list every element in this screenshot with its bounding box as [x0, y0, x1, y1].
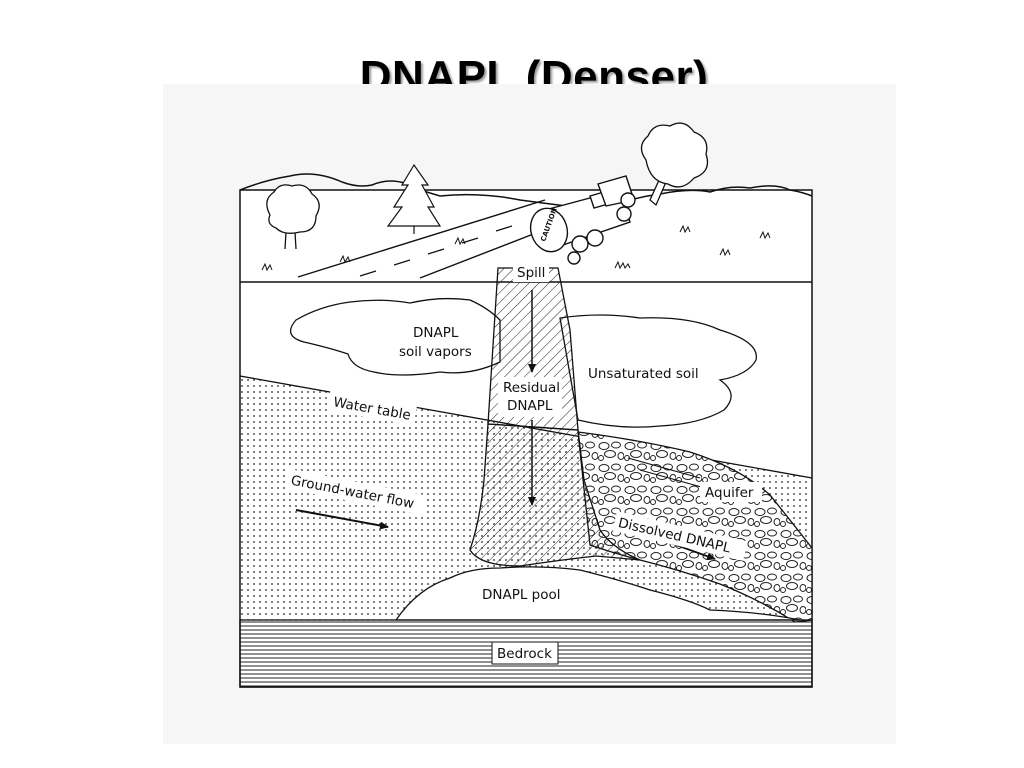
- label-unsaturated-soil: Unsaturated soil: [588, 366, 699, 382]
- residual-label-bg: [498, 377, 562, 417]
- unsaturated-soil-cloud: [559, 314, 757, 428]
- label-aquifer: Aquifer: [705, 485, 754, 501]
- label-soil-vapors-line2: soil vapors: [399, 344, 472, 360]
- pine-tree: [386, 163, 442, 234]
- pool-label-bg: [478, 583, 568, 605]
- grass-tufts: [261, 224, 771, 272]
- gw-flow-label-bg: [285, 468, 427, 516]
- tree-round-left: [266, 184, 320, 250]
- dissolved-label-bg: [612, 511, 748, 561]
- label-residual-line1: Residual: [503, 380, 560, 396]
- label-residual-line2: DNAPL: [507, 398, 553, 414]
- dnapl-pool: [394, 566, 801, 621]
- bedrock-label-bg: [491, 641, 559, 665]
- tree-round-right: [640, 122, 709, 207]
- aquifer-gravel-layer: [577, 431, 813, 623]
- hills: [239, 173, 813, 211]
- dnapl-plume-saturated: [469, 423, 641, 567]
- label-soil-vapors-line1: DNAPL: [413, 325, 459, 341]
- label-spill: Spill: [517, 265, 545, 281]
- spill-label-bg: [513, 263, 549, 282]
- overturned-tanker-truck: [529, 175, 636, 265]
- plume-streaks: [627, 457, 706, 489]
- water-table-label-bg: [326, 390, 418, 426]
- label-dnapl-pool: DNAPL pool: [482, 587, 561, 603]
- soil-vapor-cloud: [289, 297, 501, 376]
- label-bedrock: Bedrock: [497, 646, 552, 662]
- aquifer-label-bg: [700, 482, 762, 502]
- groundwater-flow-arrow: [295, 509, 389, 530]
